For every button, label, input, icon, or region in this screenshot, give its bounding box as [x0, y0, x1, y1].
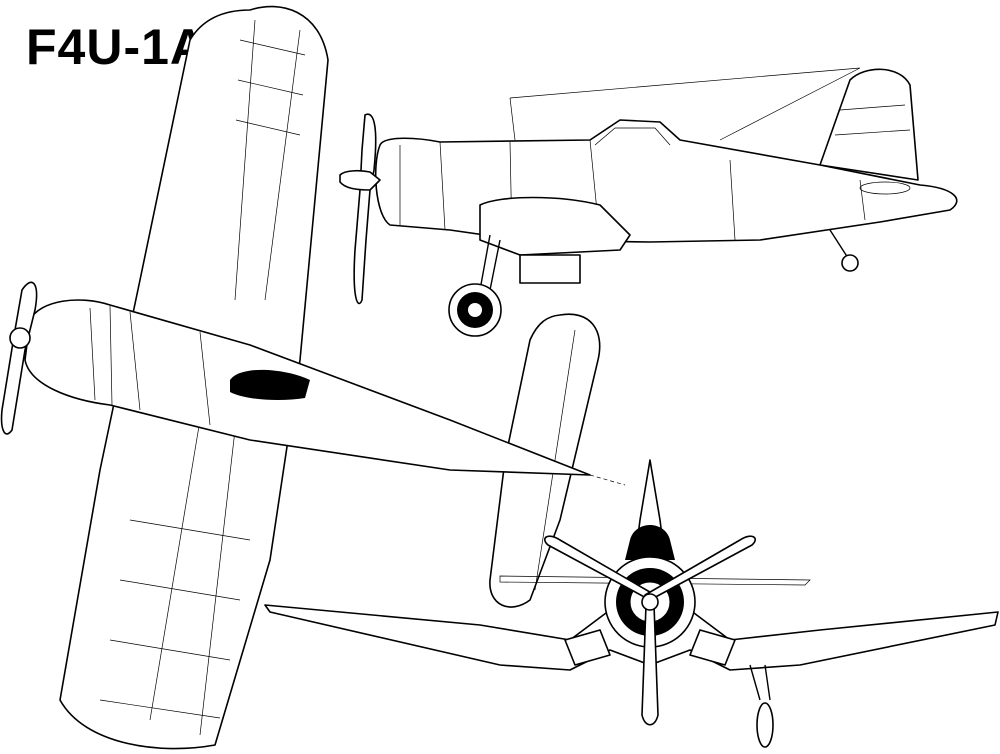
- plan-view-icon: [0, 5, 626, 750]
- side-view-icon: [339, 67, 958, 337]
- front-view-icon: [264, 459, 999, 748]
- drawing-title: F4U-1A: [26, 19, 208, 75]
